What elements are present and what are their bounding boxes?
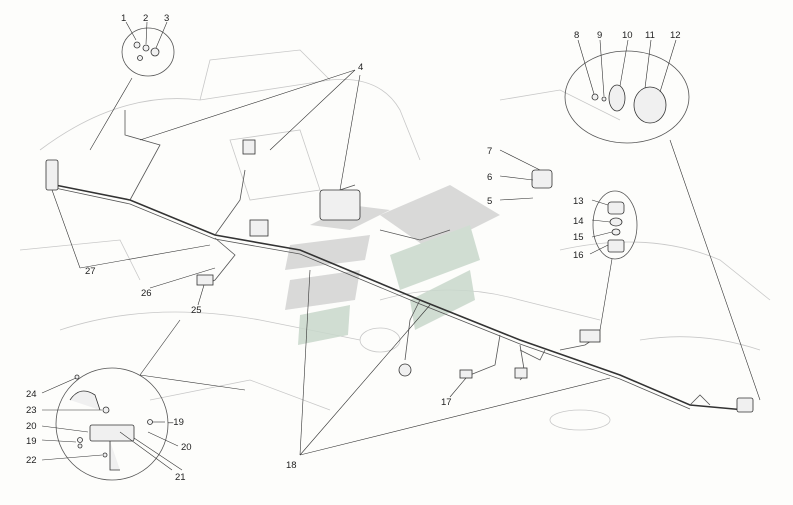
connector-17a bbox=[459, 369, 473, 379]
harness-components bbox=[45, 139, 754, 413]
label-27: 27 bbox=[85, 266, 96, 277]
watermark-logo bbox=[285, 185, 500, 345]
label-12: 12 bbox=[670, 30, 681, 41]
label-14: 14 bbox=[573, 216, 584, 227]
label-1: 1 bbox=[121, 13, 126, 24]
label-2: 2 bbox=[143, 13, 148, 24]
leader-lines bbox=[41, 21, 677, 471]
label-23: 23 bbox=[26, 405, 37, 416]
rear-lamp-connector bbox=[736, 397, 754, 413]
label-18: 18 bbox=[286, 460, 297, 471]
ground-point bbox=[398, 363, 412, 377]
label-26: 26 bbox=[141, 288, 152, 299]
label-19-left: 19 bbox=[26, 436, 37, 447]
label-22: 22 bbox=[26, 455, 37, 466]
label-3: 3 bbox=[164, 13, 169, 24]
junction-box bbox=[249, 219, 269, 237]
label-16: 16 bbox=[573, 250, 584, 261]
engine-sensor-block bbox=[319, 189, 361, 221]
label-19-right: –19 bbox=[168, 417, 184, 428]
relay-module bbox=[242, 139, 256, 155]
callout-top-left bbox=[89, 27, 175, 151]
label-8: 8 bbox=[574, 30, 579, 41]
label-9: 9 bbox=[597, 30, 602, 41]
sensor-connector-25 bbox=[196, 274, 214, 286]
label-7: 7 bbox=[487, 146, 492, 157]
label-6: 6 bbox=[487, 172, 492, 183]
label-24: 24 bbox=[26, 389, 37, 400]
callout-bottom-left bbox=[55, 319, 246, 481]
label-15: 15 bbox=[573, 232, 584, 243]
callout-mid-right bbox=[592, 190, 638, 331]
label-25: 25 bbox=[191, 305, 202, 316]
part-number-labels: 1 2 3 4 5 6 7 8 9 10 11 12 13 14 15 16 1… bbox=[26, 13, 681, 483]
sensor-assembly-5-7 bbox=[531, 169, 553, 189]
label-11: 11 bbox=[645, 30, 655, 41]
label-17: 17 bbox=[441, 397, 452, 408]
label-20-left: 20 bbox=[26, 421, 37, 432]
front-connector-left bbox=[45, 159, 59, 191]
label-21: 21 bbox=[175, 472, 186, 483]
label-4: 4 bbox=[358, 62, 363, 73]
callout-top-right bbox=[564, 50, 761, 401]
rear-connector bbox=[579, 329, 601, 343]
connector-17b bbox=[514, 367, 528, 379]
label-20-right: 20 bbox=[181, 442, 192, 453]
label-13: 13 bbox=[573, 196, 584, 207]
label-10: 10 bbox=[622, 30, 633, 41]
label-5: 5 bbox=[487, 196, 492, 207]
